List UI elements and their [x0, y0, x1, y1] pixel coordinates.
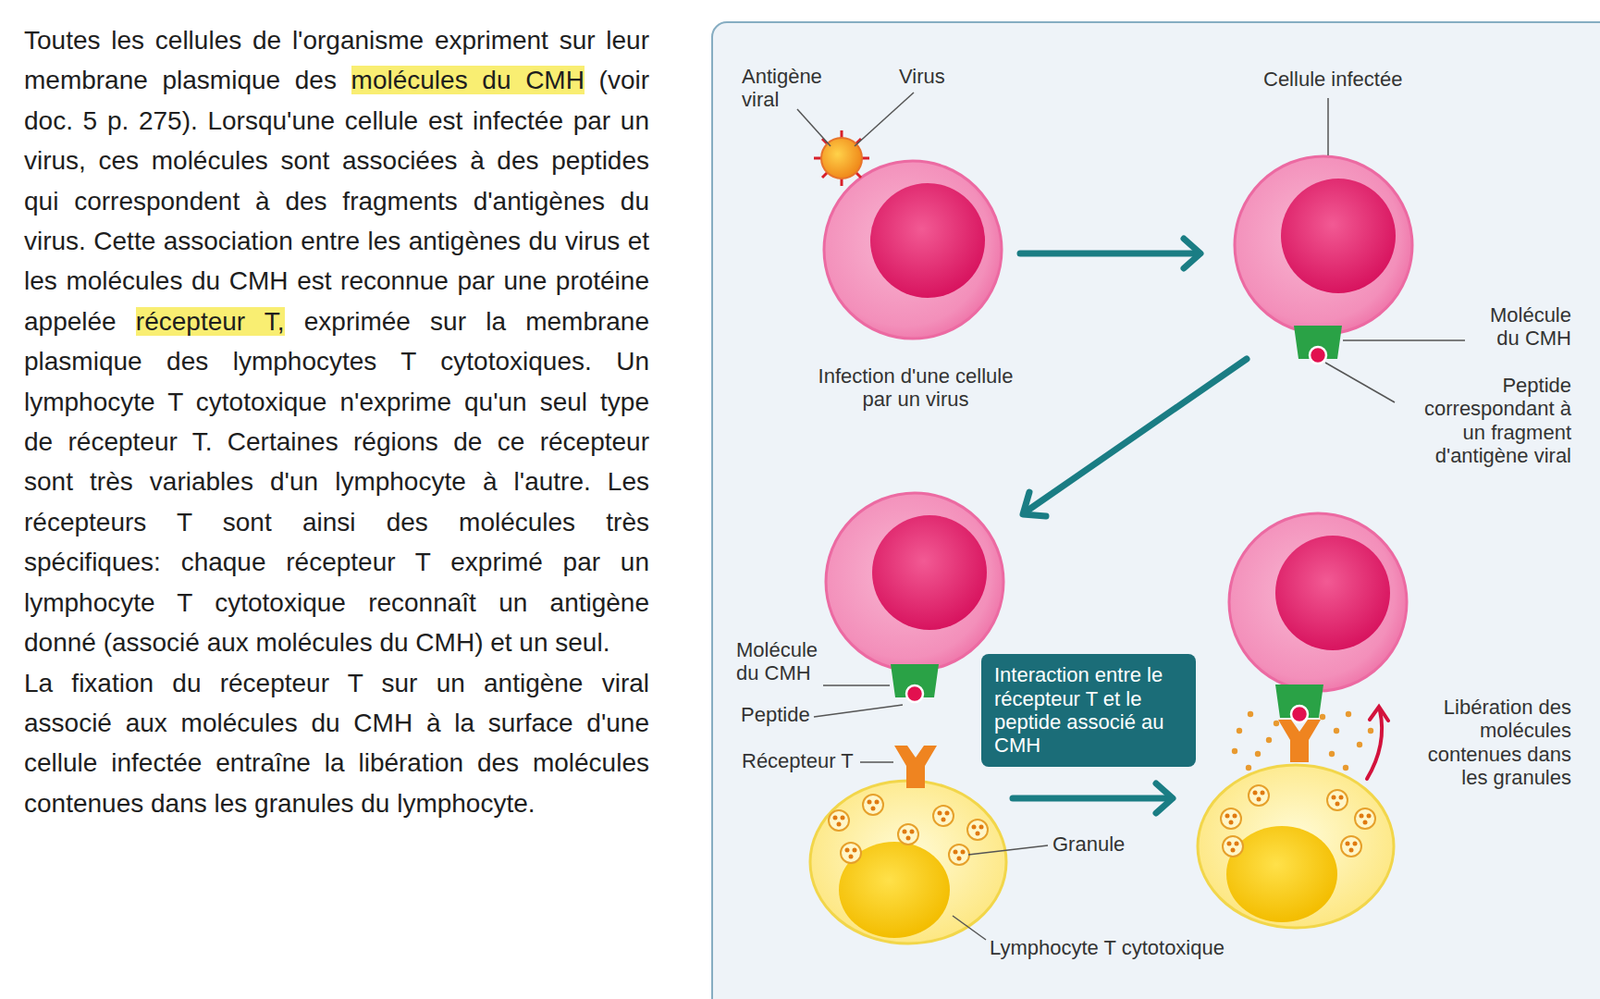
mhc-molecule	[1275, 684, 1324, 723]
released-molecule	[1236, 727, 1243, 734]
released-molecule	[1319, 713, 1326, 720]
mhc-molecule	[890, 664, 939, 702]
released-molecule	[1345, 711, 1352, 717]
virus	[813, 130, 870, 186]
granule	[862, 794, 884, 815]
callout-label: Antigène viral	[741, 64, 844, 112]
mhc-molecule	[1293, 325, 1342, 364]
panel	[712, 22, 1600, 999]
t-receptor	[894, 745, 937, 788]
granule	[933, 805, 954, 826]
cell	[824, 160, 1002, 339]
released-molecule	[1266, 737, 1272, 743]
granule	[898, 824, 919, 845]
granule	[1248, 785, 1269, 806]
process-box: Interaction entre le récepteur T et le p…	[981, 653, 1196, 766]
callout-label: Molécule du CMH	[1469, 303, 1572, 351]
body-paragraph: La fixation du récepteur T sur un antigè…	[24, 663, 650, 825]
callout-label: Granule	[1052, 832, 1145, 856]
callout-label: Récepteur T	[741, 749, 872, 773]
granule	[1220, 808, 1242, 829]
released-molecule	[1231, 748, 1238, 754]
body-paragraph: Toutes les cellules de l'organisme expri…	[24, 20, 650, 664]
lymphocyte	[810, 780, 1007, 944]
granule	[1327, 789, 1348, 811]
cell	[825, 492, 1004, 671]
body-text: exprimée sur la membrane plasmique des l…	[24, 307, 650, 657]
released-molecule	[1367, 727, 1374, 734]
released-molecule	[1247, 711, 1254, 717]
leader-line	[797, 92, 1465, 940]
granule	[948, 844, 970, 865]
released-molecule	[1356, 741, 1363, 748]
body-text: La fixation du récepteur T sur un antigè…	[24, 668, 650, 818]
lymphocyte	[1197, 764, 1394, 928]
released-molecule	[1329, 750, 1335, 757]
released-molecules	[1231, 711, 1374, 771]
t-receptor	[1278, 719, 1321, 763]
cell	[1229, 513, 1407, 691]
callout-label: Virus	[898, 64, 973, 88]
callout-label: Infection d'une cellule par un virus	[804, 364, 1027, 412]
granule	[840, 842, 862, 863]
granule	[828, 810, 850, 831]
highlighted-term: récepteur T,	[135, 307, 285, 336]
granules	[1220, 785, 1376, 857]
released-molecule	[1342, 764, 1349, 771]
callout-label: Cellule infectée	[1263, 67, 1449, 91]
released-molecule	[1255, 750, 1261, 757]
released-molecule	[1245, 764, 1252, 771]
callout-label: Peptide	[740, 702, 834, 727]
granules	[828, 794, 988, 865]
virus	[821, 137, 862, 179]
callout-label: Peptide correspondant à un fragment d'an…	[1404, 373, 1572, 468]
released-molecule	[1273, 720, 1280, 727]
granule	[1354, 808, 1376, 829]
released-molecule	[1333, 727, 1340, 734]
granule	[1222, 836, 1244, 857]
granule	[1341, 836, 1362, 857]
highlighted-term: molécules du CMH	[351, 65, 585, 95]
cell	[1234, 156, 1413, 334]
callout-label: Lymphocyte T cytotoxique	[989, 935, 1268, 960]
box-text: Interaction entre le récepteur T et le p…	[994, 663, 1183, 757]
granule	[967, 819, 988, 840]
callout-label: Molécule du CMH	[736, 638, 838, 686]
body-text: (voir doc. 5 p. 275). Lorsqu'une cellule…	[24, 65, 650, 335]
callout-label: Libération des molécules contenues dans …	[1409, 695, 1572, 789]
release-arrow	[1366, 706, 1389, 779]
